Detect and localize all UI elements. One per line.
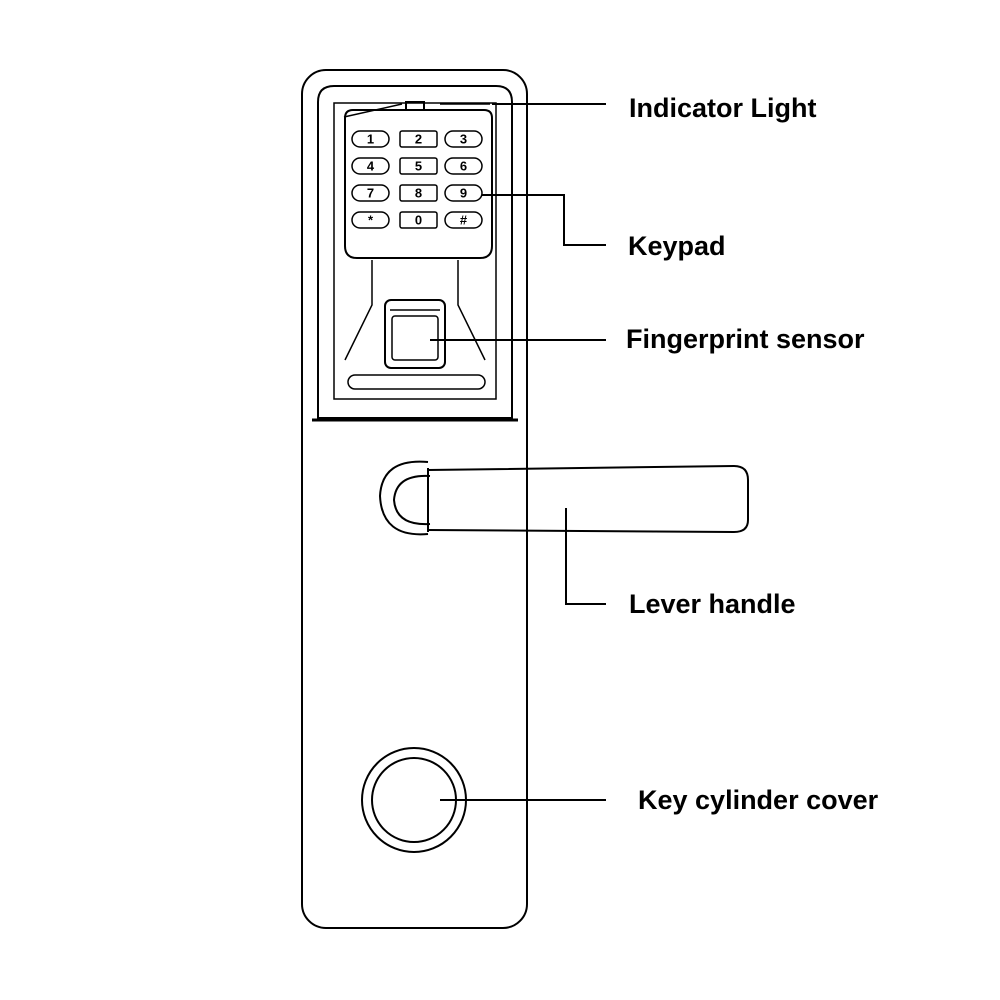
- keypad-key: 2: [399, 130, 438, 148]
- keypad-key-outline: [399, 157, 438, 175]
- label-indicator-light: Indicator Light: [629, 93, 816, 123]
- keypad-key-label: 2: [415, 132, 422, 147]
- keypad-key-label: 0: [415, 213, 422, 228]
- keypad-key-label: 6: [460, 159, 467, 174]
- keypad-key-label: 1: [367, 132, 374, 147]
- keypad-key-label: *: [368, 213, 374, 228]
- label-lever-handle: Lever handle: [629, 589, 796, 619]
- label-keypad: Keypad: [628, 231, 726, 261]
- keypad-key-label: 9: [460, 186, 467, 201]
- keypad-key: 4: [351, 157, 390, 175]
- keypad-key: 1: [351, 130, 390, 148]
- keypad-key-outline: [351, 157, 390, 175]
- keypad-key-outline: [351, 184, 390, 202]
- keypad-key-outline: [444, 211, 483, 229]
- keypad-key: 0: [399, 211, 438, 229]
- callout-lever-handle: [565, 508, 606, 605]
- keypad-key: 5: [399, 157, 438, 175]
- lever-handle: [378, 460, 749, 536]
- keypad-key-label: 3: [460, 132, 467, 147]
- keypad-key-outline: [444, 130, 483, 148]
- keypad-key: 8: [399, 184, 438, 202]
- keypad-key-outline: [444, 157, 483, 175]
- lock-plate: [301, 69, 528, 929]
- lock-head-unit: [312, 85, 518, 422]
- label-key-cylinder-cover: Key cylinder cover: [638, 785, 879, 815]
- keypad-key-outline: [399, 184, 438, 202]
- keypad-key-outline: [351, 130, 390, 148]
- keypad-key-outline: [399, 130, 438, 148]
- keypad-key: #: [444, 211, 483, 229]
- keypad-key: 6: [444, 157, 483, 175]
- labels: Indicator Light Keypad Fingerprint senso…: [626, 93, 879, 815]
- keypad-key: *: [351, 211, 390, 229]
- keypad-key-outline: [351, 211, 390, 229]
- keypad-key: 9: [444, 184, 483, 202]
- label-fingerprint-sensor: Fingerprint sensor: [626, 324, 865, 354]
- keypad-key: 3: [444, 130, 483, 148]
- keypad-key: 7: [351, 184, 390, 202]
- fingerprint-sensor: [344, 260, 486, 369]
- keypad-key-label: 7: [367, 186, 374, 201]
- keypad-key-outline: [399, 211, 438, 229]
- callout-keypad: [482, 194, 606, 246]
- keypad-key-label: 4: [367, 159, 375, 174]
- callout-lines: [430, 103, 606, 801]
- keypad-key-label: 8: [415, 186, 422, 201]
- keypad-key-label: 5: [415, 159, 422, 174]
- keypad-keys: 1 2 3 4 5 6 7 8 9 * 0 #: [351, 130, 483, 229]
- keypad-key-outline: [444, 184, 483, 202]
- keypad-key-label: #: [460, 213, 468, 228]
- keypad: 1 2 3 4 5 6 7 8 9 * 0 #: [344, 109, 493, 259]
